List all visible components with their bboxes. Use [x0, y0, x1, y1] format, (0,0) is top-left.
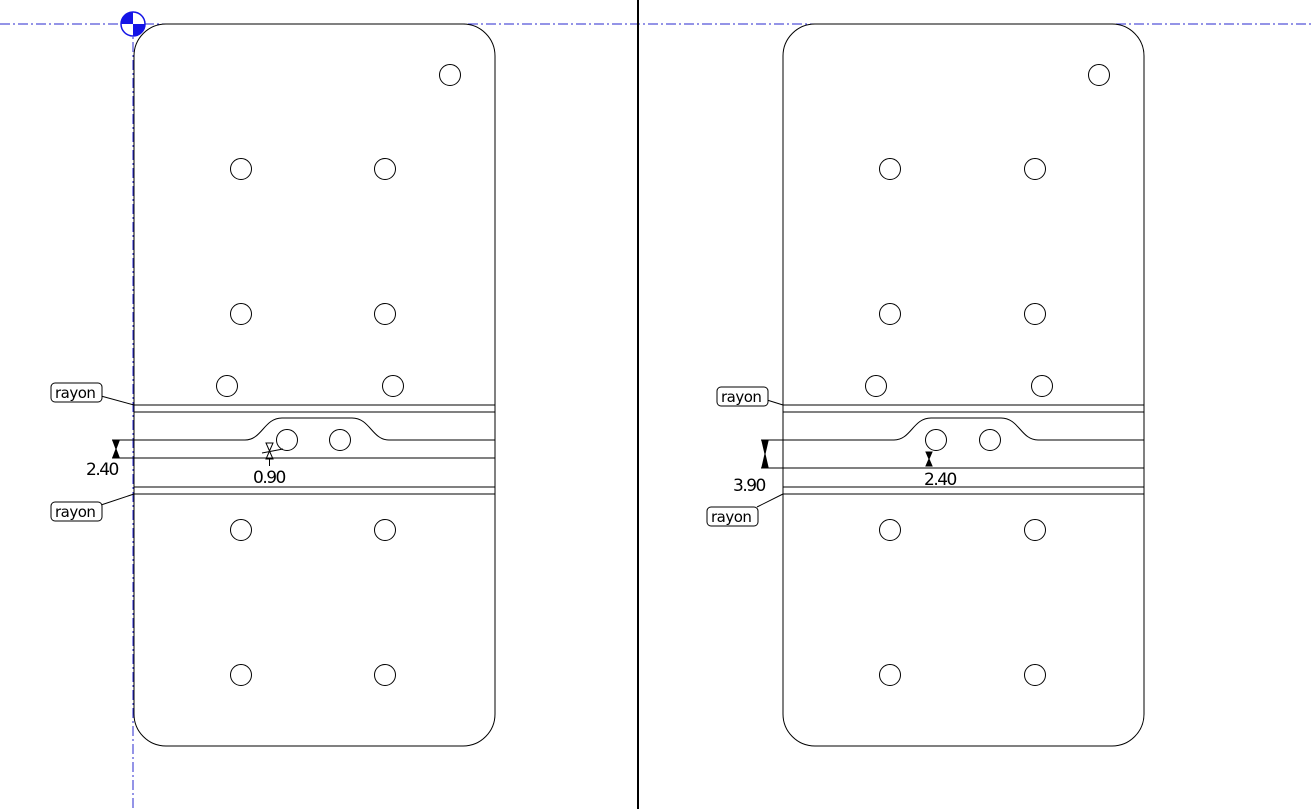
right-hole[interactable] [1024, 158, 1046, 180]
left-hole[interactable] [374, 158, 396, 180]
right-hole[interactable] [879, 519, 901, 541]
left-dimension-outer[interactable] [112, 439, 146, 459]
left-leader-top [100, 395, 135, 406]
left-hole[interactable] [230, 519, 252, 541]
right-label-bottom: rayon [711, 508, 751, 526]
right-hole[interactable] [1088, 64, 1110, 86]
right-hole[interactable] [1031, 375, 1053, 397]
left-dim-inner-value: 0.90 [253, 468, 286, 488]
left-hole[interactable] [230, 158, 252, 180]
right-label-top: rayon [721, 388, 761, 406]
right-hole[interactable] [879, 664, 901, 686]
right-label-bottom-box[interactable]: rayon [706, 506, 759, 527]
right-slot-profile[interactable] [783, 417, 1144, 441]
left-hole[interactable] [374, 664, 396, 686]
left-slot-profile[interactable] [134, 417, 495, 441]
right-hole[interactable] [865, 375, 887, 397]
left-hole[interactable] [276, 429, 298, 451]
right-label-top-box[interactable]: rayon [716, 386, 769, 407]
right-hole[interactable] [1024, 519, 1046, 541]
left-hole[interactable] [382, 375, 404, 397]
origin-marker-icon[interactable] [120, 11, 146, 37]
right-hole[interactable] [1024, 664, 1046, 686]
left-hole[interactable] [216, 375, 238, 397]
left-dimension-inner[interactable] [261, 442, 284, 466]
left-view [100, 23, 496, 747]
left-hole[interactable] [329, 429, 351, 451]
left-hole[interactable] [439, 64, 461, 86]
left-dim-outer-value: 2.40 [86, 460, 119, 480]
right-dimension-outer[interactable] [761, 439, 783, 469]
left-hole[interactable] [230, 303, 252, 325]
right-view [756, 23, 1145, 747]
left-label-bottom: rayon [55, 503, 95, 521]
right-dimension-inner[interactable] [925, 451, 933, 467]
left-leader-bottom [100, 493, 135, 506]
right-leader-top [766, 399, 784, 406]
axis-lines [0, 23, 1311, 809]
right-dim-inner-value: 2.40 [924, 470, 957, 490]
left-label-bottom-box[interactable]: rayon [50, 501, 103, 522]
right-plate-outline[interactable] [782, 23, 1145, 747]
left-hole[interactable] [374, 303, 396, 325]
right-hole[interactable] [925, 429, 947, 451]
left-hole[interactable] [374, 519, 396, 541]
right-hole[interactable] [879, 303, 901, 325]
left-label-top-box[interactable]: rayon [50, 382, 103, 403]
left-hole[interactable] [230, 664, 252, 686]
right-hole[interactable] [879, 158, 901, 180]
right-hole[interactable] [979, 429, 1001, 451]
right-leader-bottom [756, 493, 784, 508]
right-dim-outer-value: 3.90 [733, 476, 766, 496]
right-hole[interactable] [1024, 303, 1046, 325]
left-label-top: rayon [55, 384, 95, 402]
left-plate-outline[interactable] [133, 23, 496, 747]
